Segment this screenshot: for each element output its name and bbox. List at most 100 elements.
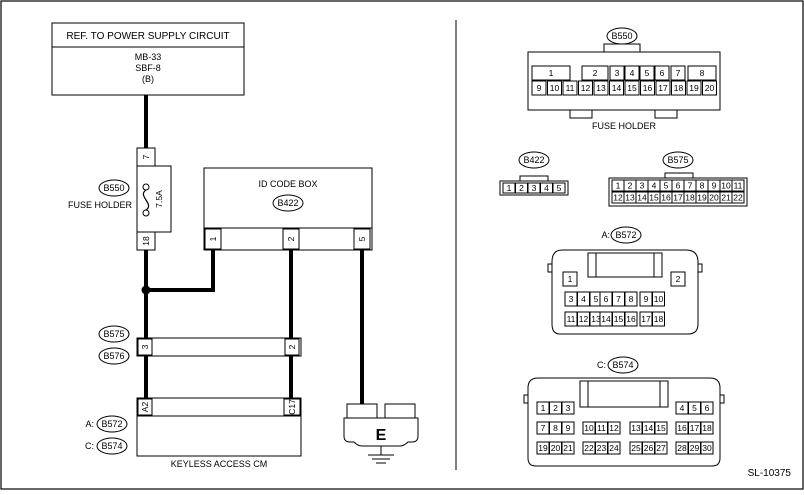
- b574-pin-29: 29: [688, 441, 701, 455]
- b574-pin-7-label: 7: [541, 423, 546, 433]
- b550-pin-18: 18: [671, 80, 686, 96]
- b575-pin-18: 18: [683, 191, 697, 204]
- fuse-rating: 7.5A: [154, 190, 164, 208]
- b572-pin-5-label: 5: [594, 294, 599, 304]
- b574-pin-3: 3: [561, 401, 575, 415]
- b574-pin-12-label: 12: [609, 423, 619, 433]
- b572-pin-16-label: 16: [626, 314, 636, 324]
- b575-name: B575: [667, 155, 688, 165]
- b575-pin-7: 7: [683, 179, 697, 192]
- b575-pin-21: 21: [719, 191, 733, 204]
- b550-pin-6-label: 6: [660, 68, 665, 78]
- b572-pin-1-label: 1: [568, 274, 573, 284]
- b572-pin-3-label: 3: [569, 294, 574, 304]
- b572-pin-9-label: 9: [644, 294, 649, 304]
- b572-pin-17: 17: [639, 311, 653, 327]
- b550-pin-4-label: 4: [630, 68, 635, 78]
- power-supply-line2: SBF-8: [135, 63, 161, 73]
- b550-pin-16-label: 16: [643, 83, 653, 93]
- b572-pin-11-label: 11: [567, 314, 576, 324]
- b574-pin-22: 22: [582, 441, 596, 455]
- b550-pin-9-label: 9: [537, 83, 542, 93]
- b574-pin-25: 25: [629, 441, 643, 455]
- b574-pin-21-label: 21: [563, 443, 573, 453]
- b574-pin-17-label: 17: [690, 423, 700, 433]
- b572-pin-8-label: 8: [629, 294, 634, 304]
- b574-pin-11: 11: [595, 421, 608, 435]
- b575-pin-21-label: 21: [721, 193, 731, 203]
- b575-pin-19-label: 19: [697, 193, 707, 203]
- b574-pin-10: 10: [582, 421, 596, 435]
- b550-pin-20: 20: [702, 80, 717, 96]
- harness-connector: 3 2: [136, 337, 302, 357]
- b575-pin-15: 15: [647, 191, 661, 204]
- b575-pin-9: 9: [707, 179, 721, 192]
- b422-pin-4-label: 4: [544, 183, 549, 193]
- b550-pin-4: 4: [624, 65, 640, 81]
- b575-pin-18-label: 18: [685, 193, 695, 203]
- b574-pin-1-label: 1: [541, 403, 546, 413]
- fuse-terminal-bottom: [142, 209, 150, 217]
- b575-pin-12-label: 12: [613, 193, 623, 203]
- b574-pin-13-label: 13: [631, 423, 641, 433]
- b575-pin-10: 10: [719, 179, 733, 192]
- b575-pin-17: 17: [671, 191, 685, 204]
- b574-pin-14: 14: [642, 421, 655, 435]
- b550-pin-11-label: 11: [566, 83, 575, 93]
- b550-name: B550: [611, 31, 632, 41]
- b575-pin-6-label: 6: [676, 181, 681, 191]
- b574-pin-19: 19: [536, 441, 550, 455]
- b572-pin-1: 1: [562, 271, 578, 287]
- b574-pin-30: 30: [700, 441, 714, 455]
- b575-pin-12: 12: [611, 191, 625, 204]
- b575-pin-13-label: 13: [625, 193, 635, 203]
- id-code-box-title: ID CODE BOX: [258, 179, 317, 189]
- b422-pin-1: 1: [502, 182, 516, 194]
- b574-pin-4-label: 4: [680, 403, 685, 413]
- b574-name: B574: [612, 360, 633, 370]
- fuse-pin-top: 7: [141, 154, 151, 159]
- b575-pin-14-label: 14: [637, 193, 647, 203]
- b572-pin-7-label: 7: [616, 294, 621, 304]
- b572-pin-10-label: 10: [654, 294, 664, 304]
- b550-pin-2: 2: [581, 65, 609, 81]
- b572-pin-2: 2: [670, 271, 686, 287]
- harness-pin-left: 3: [140, 344, 150, 349]
- b574-pin-29-label: 29: [690, 443, 700, 453]
- b574-pin-17: 17: [688, 421, 701, 435]
- b550-pin-8: 8: [687, 65, 717, 81]
- b574-pin-5-label: 5: [692, 403, 697, 413]
- b574-pin-14-label: 14: [644, 423, 654, 433]
- b574-pin-18-label: 18: [702, 423, 712, 433]
- fuse-holder-label: FUSE HOLDER: [68, 200, 133, 210]
- b575-pin-19: 19: [695, 191, 709, 204]
- splice-dot: [141, 285, 151, 295]
- b572-pin-11: 11: [564, 311, 578, 327]
- b575-pin-8-label: 8: [700, 181, 705, 191]
- b572-pin-2-label: 2: [676, 274, 681, 284]
- b572-pin-16: 16: [624, 311, 638, 327]
- b422-pin-5-label: 5: [557, 183, 562, 193]
- power-supply-box: REF. TO POWER SUPPLY CIRCUIT MB-33 SBF-8…: [51, 22, 245, 96]
- b572-pin-15-label: 15: [614, 314, 624, 324]
- b572-name: B572: [615, 230, 636, 240]
- b574-pin-16-label: 16: [677, 423, 687, 433]
- b574-pin-15: 15: [654, 421, 668, 435]
- b574-pin-25-label: 25: [631, 443, 641, 453]
- keyless-cm-tags: A: B572 C: B574: [85, 415, 128, 455]
- b550-pin-6: 6: [654, 65, 670, 81]
- b550-pin-5-label: 5: [645, 68, 650, 78]
- power-supply-line3: (B): [142, 74, 154, 84]
- b572-pin-6-label: 6: [604, 294, 609, 304]
- id-code-box-connector: B422: [277, 198, 298, 208]
- b550-pin-7: 7: [670, 65, 686, 81]
- b575-pin-2: 2: [623, 179, 637, 192]
- id-box-pin-2: 2: [286, 236, 296, 241]
- b574-pin-26: 26: [642, 441, 655, 455]
- b574-pin-6: 6: [700, 401, 714, 415]
- harness-connector-b: B576: [103, 351, 124, 361]
